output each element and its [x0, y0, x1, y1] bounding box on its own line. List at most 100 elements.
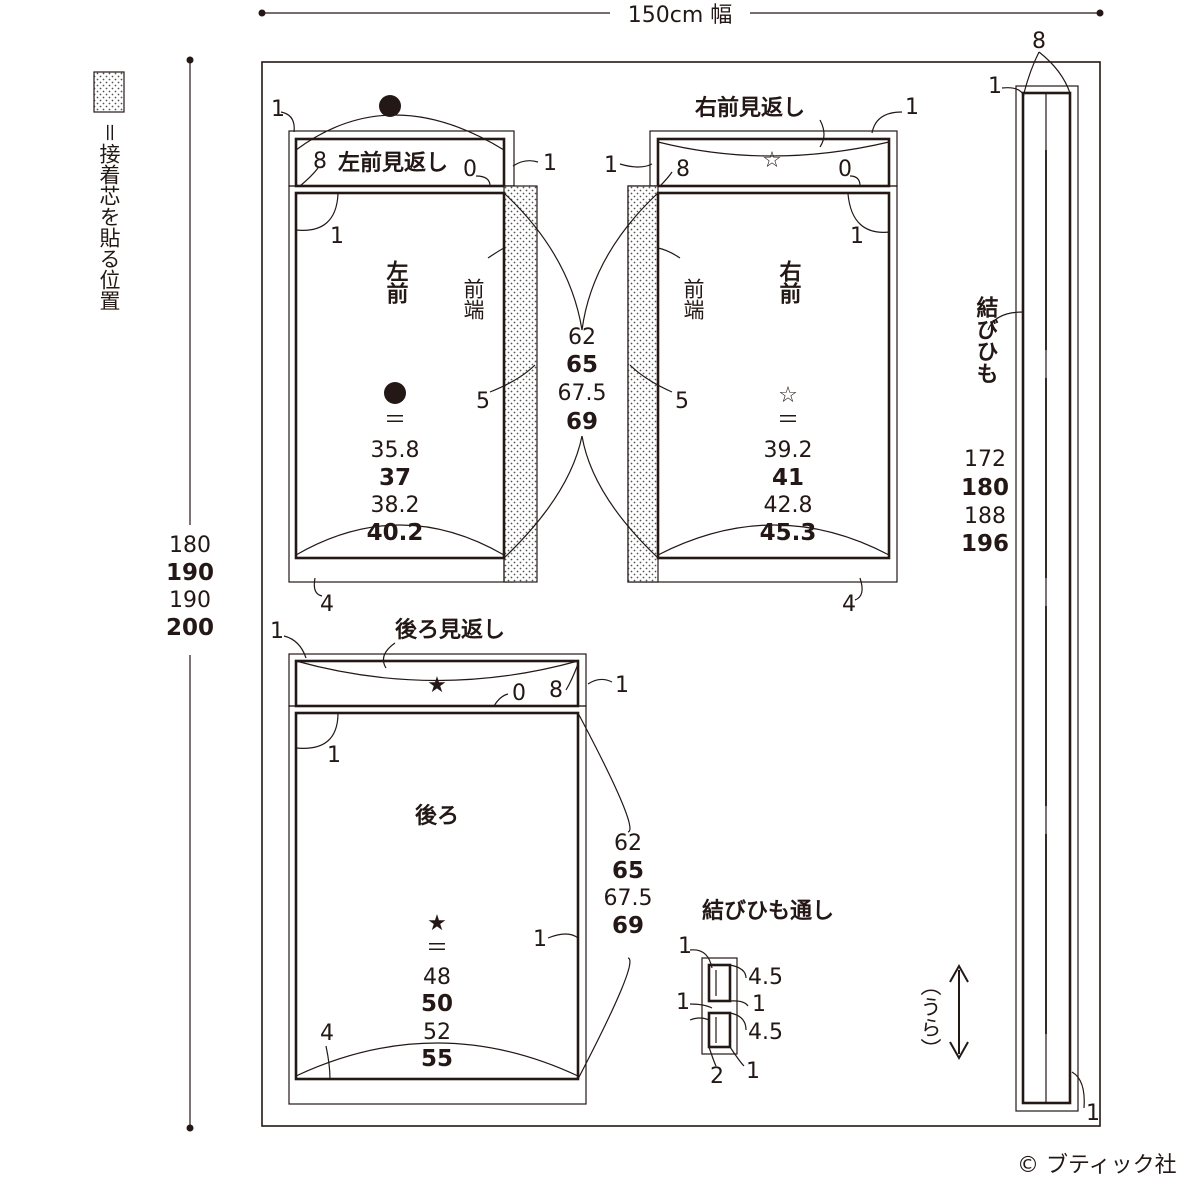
svg-text:5: 5 — [476, 389, 490, 414]
svg-text:＝: ＝ — [426, 936, 448, 961]
svg-text:1: 1 — [988, 74, 1002, 99]
fabric-outline — [261, 61, 1101, 1127]
svg-text:62: 62 — [568, 325, 596, 350]
star-outline-icon: ☆ — [778, 383, 798, 408]
svg-text:8: 8 — [1032, 29, 1046, 54]
right-front-edge-label: 前端 — [681, 278, 705, 320]
back-facing-label: 後ろ見返し — [395, 617, 505, 643]
svg-text:1: 1 — [533, 927, 547, 952]
svg-text:4.5: 4.5 — [748, 965, 783, 990]
right-front-facing-piece: 右前見返し ☆ 1 1 8 0 — [604, 95, 919, 188]
dot-mark-icon — [379, 95, 401, 117]
svg-text:55: 55 — [421, 1046, 453, 1072]
svg-text:67.5: 67.5 — [558, 381, 607, 406]
grain-line-arrow: （うら） — [918, 963, 969, 1061]
wrong-side-label: （うら） — [918, 975, 942, 1059]
interfacing-legend: ＝接着芯を貼る位置 — [93, 71, 125, 311]
star-filled-icon: ★ — [427, 911, 447, 936]
svg-text:1: 1 — [604, 153, 618, 178]
copyright: © ブティック社 — [1017, 1153, 1177, 1178]
back-label: 後ろ — [415, 803, 459, 829]
svg-text:52: 52 — [423, 1020, 451, 1045]
front-length-dimension: 62 65 67.5 69 — [503, 192, 659, 559]
svg-text:45.3: 45.3 — [760, 520, 817, 546]
svg-text:1: 1 — [676, 990, 690, 1015]
right-front-interfacing — [627, 185, 659, 583]
svg-text:0: 0 — [838, 157, 852, 182]
fabric-length-dimension: 180 190 190 200 — [166, 56, 214, 1132]
svg-text:1: 1 — [752, 992, 766, 1017]
svg-text:37: 37 — [379, 465, 411, 491]
tie-label: 結びひも — [973, 295, 999, 384]
svg-text:50: 50 — [421, 991, 453, 1017]
svg-text:62: 62 — [614, 831, 642, 856]
svg-text:0: 0 — [512, 681, 526, 706]
dot-mark-icon — [384, 382, 406, 404]
svg-text:39.2: 39.2 — [764, 438, 813, 463]
back-facing-piece: 後ろ見返し ★ 1 0 8 1 — [270, 617, 629, 708]
svg-text:4.5: 4.5 — [748, 1020, 783, 1045]
fabric-length-1: 180 — [169, 533, 211, 558]
svg-text:4: 4 — [320, 1021, 334, 1046]
svg-text:5: 5 — [675, 389, 689, 414]
svg-text:1: 1 — [270, 619, 284, 644]
svg-text:4: 4 — [842, 592, 856, 617]
svg-text:1: 1 — [850, 224, 864, 249]
svg-text:65: 65 — [612, 858, 644, 884]
svg-text:1: 1 — [905, 95, 919, 120]
svg-text:8: 8 — [676, 157, 690, 182]
svg-text:2: 2 — [710, 1064, 724, 1089]
fabric-width-label: 150cm 幅 — [628, 3, 733, 28]
right-front-piece: 右前 前端 ☆ ＝ 39.2 41 42.8 45.3 1 5 4 — [627, 185, 898, 617]
interfacing-swatch — [93, 71, 125, 113]
left-front-edge-label: 前端 — [461, 278, 485, 320]
svg-text:1: 1 — [615, 673, 629, 698]
svg-text:38.2: 38.2 — [371, 493, 420, 518]
star-filled-icon: ★ — [427, 673, 447, 698]
svg-text:172: 172 — [964, 447, 1006, 472]
left-front-piece: 左前 前端 ＝ 35.8 37 38.2 40.2 1 5 4 — [288, 185, 538, 617]
svg-text:65: 65 — [566, 352, 598, 378]
svg-text:1: 1 — [746, 1059, 760, 1084]
svg-text:0: 0 — [463, 157, 477, 182]
svg-text:41: 41 — [772, 465, 804, 491]
svg-text:8: 8 — [313, 149, 327, 174]
svg-text:＝: ＝ — [777, 408, 799, 433]
right-front-facing-label: 右前見返し — [695, 95, 805, 121]
fabric-length-3: 190 — [169, 588, 211, 613]
back-piece: 後ろ ★ ＝ 48 50 52 55 1 1 4 62 65 67.5 69 — [288, 705, 653, 1105]
svg-text:196: 196 — [961, 531, 1009, 557]
svg-text:1: 1 — [327, 743, 341, 768]
left-front-label: 左前 — [383, 259, 409, 305]
tie-loop-label: 結びひも通し — [702, 898, 834, 924]
svg-text:188: 188 — [964, 504, 1006, 529]
fabric-length-4: 200 — [166, 615, 214, 641]
svg-text:67.5: 67.5 — [604, 886, 653, 911]
svg-text:＝: ＝ — [384, 408, 406, 433]
svg-text:69: 69 — [612, 913, 644, 939]
svg-text:48: 48 — [423, 965, 451, 990]
tie-piece: 結びひも 172 180 188 196 8 1 1 — [961, 29, 1100, 1126]
svg-text:35.8: 35.8 — [371, 438, 420, 463]
svg-text:1: 1 — [678, 934, 692, 959]
svg-text:69: 69 — [566, 409, 598, 435]
svg-text:1: 1 — [271, 97, 285, 122]
svg-text:1: 1 — [330, 224, 344, 249]
tie-loop-piece: 結びひも通し 1 4.5 1 1 4.5 2 1 — [676, 898, 834, 1089]
interfacing-legend-text: ＝接着芯を貼る位置 — [97, 122, 121, 311]
star-outline-icon: ☆ — [762, 148, 782, 173]
svg-text:42.8: 42.8 — [764, 493, 813, 518]
svg-text:1: 1 — [543, 151, 557, 176]
fabric-length-2: 190 — [166, 560, 214, 586]
svg-text:4: 4 — [320, 592, 334, 617]
svg-text:1: 1 — [1086, 1101, 1100, 1126]
left-front-facing-piece: 左前見返し 1 8 0 1 — [271, 95, 557, 188]
svg-text:180: 180 — [961, 475, 1009, 501]
fabric-width-dimension: 150cm 幅 — [258, 3, 1104, 28]
copyright-symbol: © — [1017, 1153, 1039, 1178]
svg-text:8: 8 — [549, 678, 563, 703]
svg-text:40.2: 40.2 — [367, 520, 424, 546]
copyright-text: ブティック社 — [1046, 1153, 1177, 1178]
right-front-label: 右前 — [776, 260, 802, 305]
